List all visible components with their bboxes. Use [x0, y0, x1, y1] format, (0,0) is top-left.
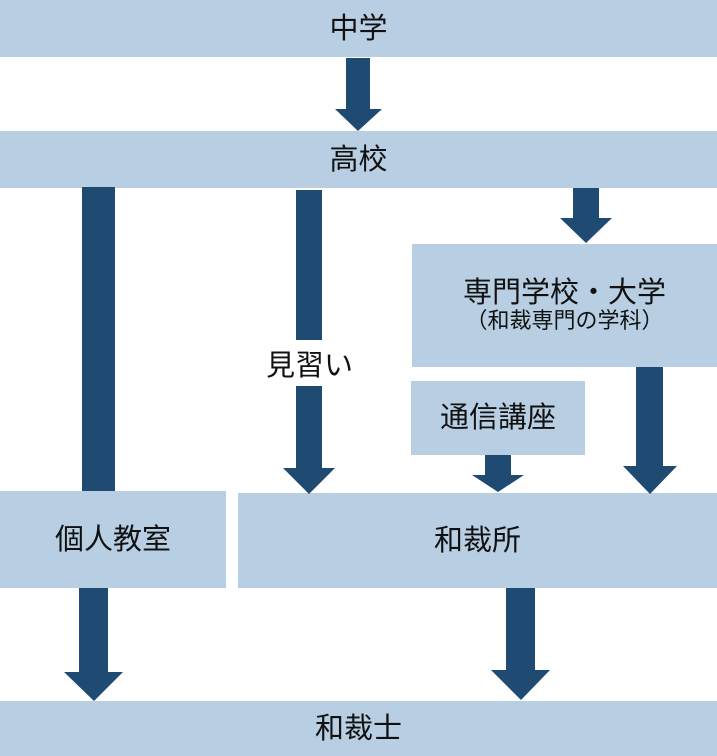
node-label: 中学 [329, 10, 388, 45]
node-wasaishi: 和裁士 [0, 701, 717, 756]
node-label: 通信講座 [439, 400, 556, 435]
node-workshop: 和裁所 [238, 493, 717, 588]
node-vocational-school: 専門学校・大学 （和裁専門の学科） [412, 244, 717, 367]
node-label: 専門学校・大学 [462, 274, 666, 309]
arrow-high-to-private-class [82, 187, 115, 491]
node-label: 和裁士 [314, 710, 402, 745]
node-private-class: 個人教室 [0, 491, 226, 588]
node-label: 高校 [329, 141, 388, 176]
node-sublabel: （和裁専門の学科） [465, 308, 664, 334]
edge-label-apprentice: 見習い [266, 340, 354, 386]
node-high-school: 高校 [0, 131, 717, 188]
arrow-high-to-vocational [560, 188, 612, 243]
node-junior-high: 中学 [0, 0, 717, 57]
node-correspondence: 通信講座 [411, 381, 585, 455]
arrow-workshop-to-wasaishi [491, 588, 550, 700]
arrow-correspondence-to-workshop [472, 455, 524, 492]
arrow-junior-to-high [335, 58, 382, 131]
arrow-private-class-to-wasaishi [64, 588, 123, 701]
node-label: 和裁所 [433, 522, 521, 557]
arrow-vocational-to-workshop [623, 367, 677, 494]
node-label: 個人教室 [54, 521, 171, 556]
